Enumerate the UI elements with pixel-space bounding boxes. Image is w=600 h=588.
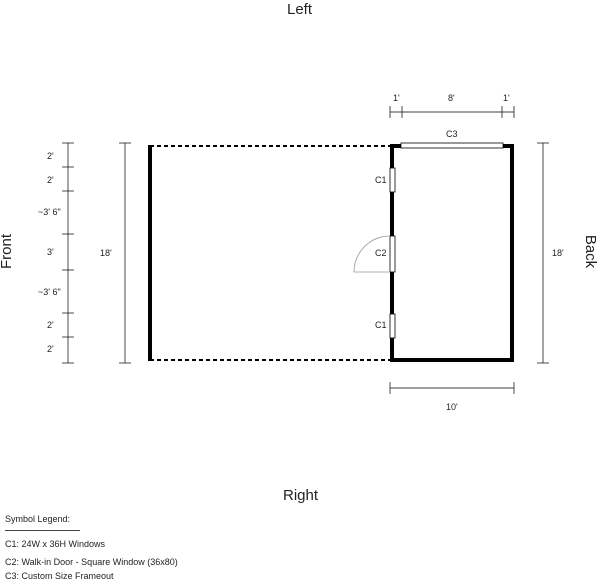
legend-item-c3: C3: Custom Size Frameout xyxy=(5,571,114,581)
front-dim-ticks xyxy=(62,142,74,364)
dim-front-seg-3: ~3' 6" xyxy=(38,207,61,217)
symbol-legend: Symbol Legend: C1: 24W x 36H Windows C2:… xyxy=(5,514,178,581)
dim-front-seg-4: 3' xyxy=(47,247,54,257)
dim-front-seg-1: 2' xyxy=(47,151,54,161)
legend-item-c2: C2: Walk-in Door - Square Window (36x80) xyxy=(5,557,178,567)
window-c1-top xyxy=(389,167,396,193)
door-c2 xyxy=(389,235,396,273)
label-c1-top: C1 xyxy=(375,175,387,185)
legend-title: Symbol Legend: xyxy=(5,514,71,524)
dim-front-seg-6: 2' xyxy=(47,320,54,330)
label-c2: C2 xyxy=(375,248,387,258)
label-c3: C3 xyxy=(446,129,458,139)
door-swing-arc xyxy=(353,235,391,273)
dim-width-bottom: 10' xyxy=(446,402,458,412)
window-c1-bottom xyxy=(389,313,396,339)
dim-top-seg-2: 8' xyxy=(448,93,455,103)
dim-overall-left: 18' xyxy=(100,248,112,258)
side-label-left: Left xyxy=(287,1,313,18)
legend-item-c1: C1: 24W x 36H Windows xyxy=(5,539,106,549)
dim-overall-right: 18' xyxy=(552,248,564,258)
frameout-c3 xyxy=(400,142,504,149)
side-label-right: Right xyxy=(283,487,319,504)
enclosed-room xyxy=(390,144,514,362)
label-c1-bottom: C1 xyxy=(375,320,387,330)
dim-front-seg-2: 2' xyxy=(47,175,54,185)
dim-front-seg-7: 2' xyxy=(47,344,54,354)
dim-top-seg-3: 1' xyxy=(503,93,510,103)
dim-top-seg-1: 1' xyxy=(393,93,400,103)
dim-front-seg-5: ~3' 6" xyxy=(38,287,61,297)
legend-divider xyxy=(5,530,80,531)
